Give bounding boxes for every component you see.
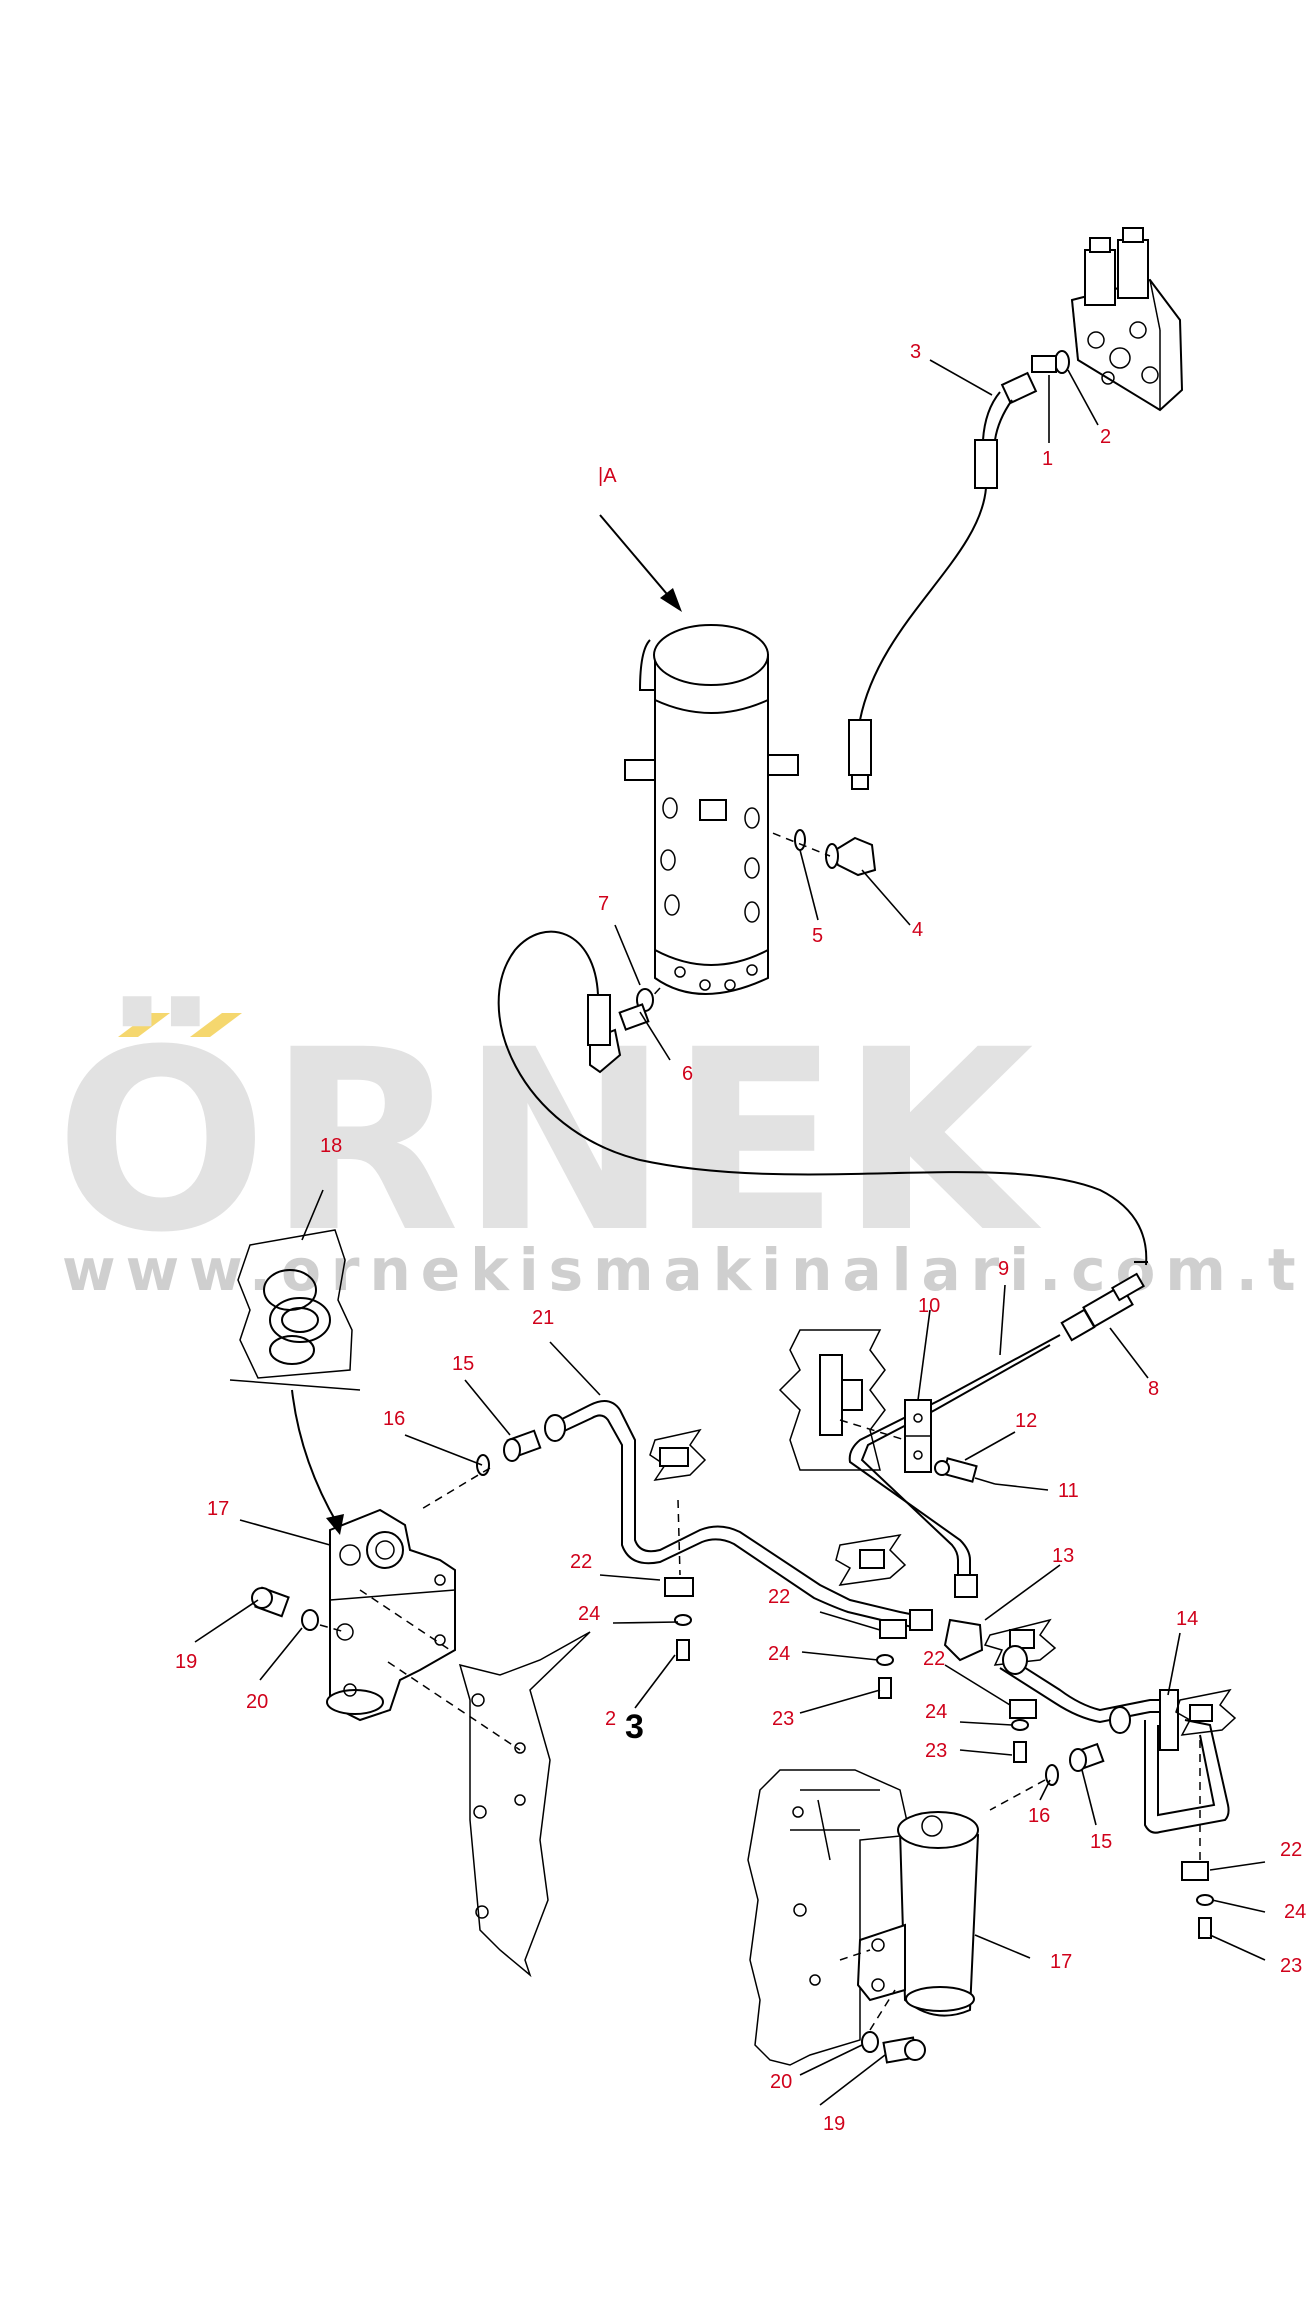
callout-8: 8 xyxy=(1148,1378,1159,1400)
callout-24-c: 24 xyxy=(925,1701,947,1723)
detail-ref: 3 xyxy=(625,1708,644,1746)
callout-2: 2 xyxy=(1100,426,1111,448)
bolt-19-left xyxy=(251,1586,346,1633)
watermark-brand: ÖRNEK xyxy=(55,996,1042,1287)
callout-22-b: 22 xyxy=(768,1586,790,1608)
actuator-17-right xyxy=(839,1811,980,2017)
callout-20-right: 20 xyxy=(770,2071,792,2093)
tube-14 xyxy=(999,1645,1237,1939)
callout-10: 10 xyxy=(918,1295,940,1317)
callout-23-b: 23 xyxy=(772,1708,794,1730)
watermark: ÖRNEK www.ornekismakinalari.com.tr xyxy=(55,996,1309,1304)
valve-block xyxy=(1070,227,1184,412)
callout-24-a: 24 xyxy=(578,1603,600,1625)
callout-5: 5 xyxy=(812,925,823,947)
callout-22-d: 22 xyxy=(1280,1839,1302,1861)
callout-17-right: 17 xyxy=(1050,1951,1072,1973)
clamp-22-mid xyxy=(835,1533,907,1699)
clamp-22-right xyxy=(983,1618,1057,1763)
callout-22-c: 22 xyxy=(923,1648,945,1670)
callout-19-right: 19 xyxy=(823,2113,845,2135)
fitting-15-right xyxy=(989,1742,1105,1811)
bracket-right xyxy=(747,1769,911,2066)
callout-labels: 1 2 3 4 5 6 7 8 9 10 12 11 13 14 15 15 1… xyxy=(175,341,1306,2135)
detail-view-10 xyxy=(778,1329,906,1471)
callout-24-d: 24 xyxy=(1284,1901,1306,1923)
tube-21 xyxy=(544,1400,933,1631)
callout-23-d: 23 xyxy=(1280,1955,1302,1977)
callout-23-c: 23 xyxy=(925,1740,947,1762)
callout-1: 1 xyxy=(1042,448,1053,470)
view-a-arrow: |A xyxy=(598,465,682,612)
bolt-19-right xyxy=(861,1989,926,2064)
callout-20-left: 20 xyxy=(246,1691,268,1713)
callout-16-left: 16 xyxy=(383,1408,405,1430)
callout-21: 21 xyxy=(532,1307,554,1329)
callout-6: 6 xyxy=(682,1063,693,1085)
callout-22-a: 22 xyxy=(570,1551,592,1573)
clamp-22-left xyxy=(649,1428,707,1661)
callout-24-b: 24 xyxy=(768,1643,790,1665)
bracket-left xyxy=(387,1631,591,1978)
actuator-17-left xyxy=(326,1508,456,1722)
rotary-joint xyxy=(624,624,799,1011)
clamp-10 xyxy=(904,1399,996,1485)
callout-9: 9 xyxy=(998,1258,1009,1280)
callout-16-right: 16 xyxy=(1028,1805,1050,1827)
callout-4: 4 xyxy=(912,919,923,941)
tube-9 xyxy=(848,1334,1061,1662)
leader-lines xyxy=(194,359,1266,2106)
elbow-fitting-4 xyxy=(759,827,877,877)
watermark-url: www.ornekismakinalari.com.tr xyxy=(62,1236,1309,1304)
callout-23-a: 2 xyxy=(605,1708,616,1730)
callout-17-left: 17 xyxy=(207,1498,229,1520)
view-a-label: |A xyxy=(598,465,617,487)
hose-8 xyxy=(497,930,1148,1342)
callout-3: 3 xyxy=(910,341,921,363)
callout-19-left: 19 xyxy=(175,1651,197,1673)
fitting-15-left xyxy=(419,1429,542,1511)
callout-13: 13 xyxy=(1052,1545,1074,1567)
callout-7: 7 xyxy=(598,893,609,915)
hose-3 xyxy=(848,350,1070,790)
callout-11: 11 xyxy=(1058,1480,1079,1502)
callout-15-left: 15 xyxy=(452,1353,474,1375)
callout-14: 14 xyxy=(1176,1608,1198,1630)
callout-15-right: 15 xyxy=(1090,1831,1112,1853)
callout-18: 18 xyxy=(320,1135,342,1157)
callout-12: 12 xyxy=(1015,1410,1037,1432)
seal-kit-18 xyxy=(229,1229,361,1535)
